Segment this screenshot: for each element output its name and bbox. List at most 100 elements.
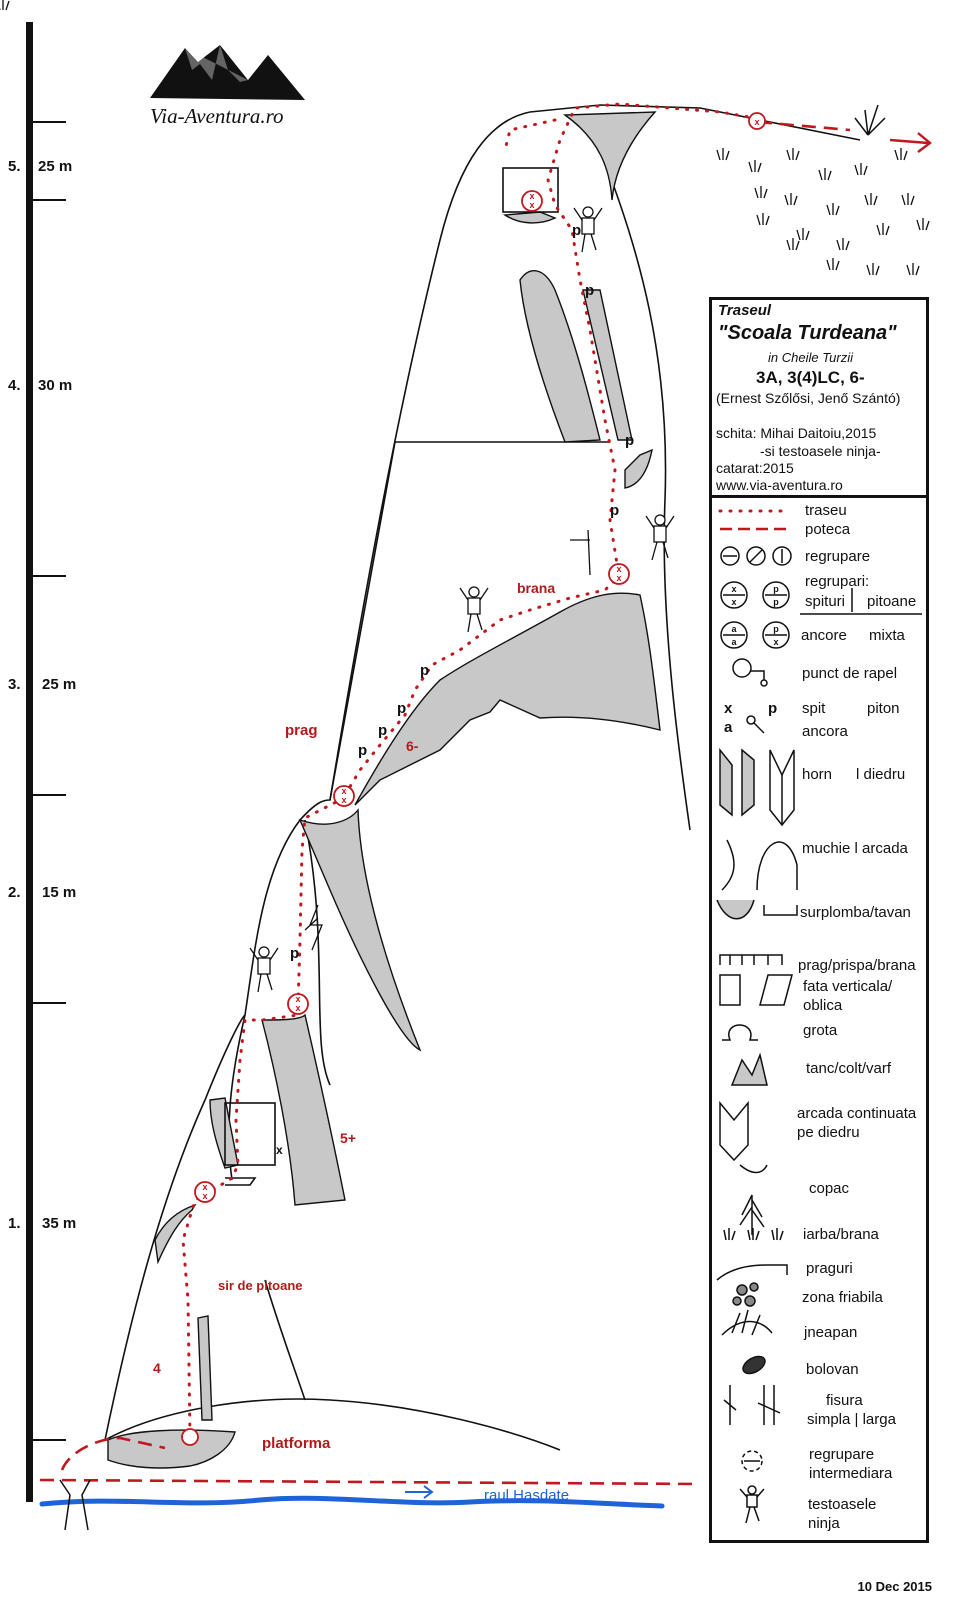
pitch-length: 25 m (42, 676, 77, 693)
svg-text:p: p (773, 624, 779, 634)
piton-mark: p (572, 222, 582, 239)
piton-mark: p (420, 662, 430, 679)
pitch-number: 5. (8, 158, 21, 175)
svg-text:x: x (529, 200, 534, 210)
legend-testoase: testoasele (808, 1496, 877, 1513)
piton-mark: p (625, 432, 635, 449)
label-grade: 5+ (340, 1130, 356, 1146)
label-grade: 4 (153, 1360, 161, 1376)
legend-a-symbol: a (724, 719, 733, 736)
route-location: in Cheile Turzii (768, 350, 854, 365)
rock-shading (107, 111, 661, 1469)
svg-text:x: x (754, 117, 759, 127)
route-grade: 3A, 3(4)LC, 6- (756, 368, 865, 387)
label-platforma: platforma (262, 1435, 331, 1452)
legend-poteca: poteca (805, 521, 851, 538)
legend-arcada-2: pe diedru (797, 1124, 860, 1141)
belay-station-marks: xx xx xx xx xx x (202, 117, 759, 1201)
svg-text:x: x (731, 584, 736, 594)
legend-horn: horn (802, 766, 833, 783)
svg-text:x: x (616, 573, 621, 583)
label-grade: 6- (406, 738, 419, 754)
legend-grota: grota (803, 1022, 838, 1039)
legend-diedru: l diedru (856, 766, 906, 783)
direction-arrow-icon (889, 132, 932, 153)
legend-surplomba: surplomba/tavan (800, 904, 911, 921)
legend-pitoane: pitoane (867, 593, 917, 610)
legend-piton: piton (867, 700, 900, 717)
legend-regrupare-intermediara: regrupare (809, 1446, 875, 1463)
pitch-length: 15 m (42, 884, 77, 901)
route-name: "Scoala Turdeana" (718, 322, 897, 344)
svg-text:x: x (529, 191, 534, 201)
piton-mark: p (610, 502, 620, 519)
legend-ancora: ancora (802, 723, 848, 740)
legend-symbols: xx pp aa px (716, 509, 922, 1524)
svg-text:x: x (731, 597, 736, 607)
svg-text:x: x (202, 1191, 207, 1201)
website: www.via-aventura.ro (716, 477, 843, 493)
pitch-number: 4. (8, 377, 21, 394)
pitch-length: 30 m (38, 377, 73, 394)
svg-text:p: p (773, 597, 779, 607)
belay-boxes (224, 167, 559, 1186)
legend-mixta: mixta (869, 627, 905, 644)
legend-praguri: praguri (806, 1260, 853, 1277)
legend-rapel: punct de rapel (802, 665, 898, 682)
approach-path (39, 120, 851, 1486)
logo-text: Via-Aventura.ro (150, 104, 284, 128)
pitch-number: 2. (8, 884, 21, 901)
legend-arcada: arcada continuata (797, 1105, 917, 1122)
logo-mountains-icon (150, 45, 305, 100)
grass-tufts (0, 0, 930, 1539)
legend-copac: copac (809, 1180, 850, 1197)
legend-spit: spit (802, 700, 826, 717)
ninja-climber-icon (249, 206, 675, 993)
route-info-header: Traseul "Scoala Turdeana" in Cheile Turz… (712, 300, 926, 498)
bush-icon (854, 104, 886, 136)
legend-p-symbol: p (768, 700, 778, 717)
legend-fisura: fisura (826, 1392, 863, 1409)
pitch-length: 25 m (38, 158, 73, 175)
pitch-number: 1. (8, 1215, 21, 1232)
svg-text:x: x (295, 1003, 300, 1013)
info-panel: Traseul "Scoala Turdeana" in Cheile Turz… (709, 297, 929, 1543)
svg-text:x: x (773, 637, 778, 647)
legend-fisura-2: simpla | larga (807, 1411, 896, 1428)
label-river: raul Hasdate (484, 1487, 570, 1504)
bridge-icon (59, 1479, 91, 1531)
legend-prag: prag/prispa/brana (798, 957, 916, 974)
legend-traseu: traseu (805, 502, 847, 519)
climbed-date: catarat:2015 (716, 460, 794, 476)
piton-mark: p (378, 722, 388, 739)
route-line (181, 102, 757, 1437)
piton-mark: p (290, 945, 300, 962)
label-prag: prag (285, 722, 318, 739)
svg-text:x: x (295, 994, 300, 1004)
river-arrow-icon (405, 1485, 434, 1499)
label-sir-de-pitoane: sir de pitoane (218, 1278, 303, 1293)
legend-testoase-2: ninja (808, 1515, 840, 1532)
pitch-scale-bar (26, 22, 66, 1502)
legend-muchie: muchie l arcada (802, 840, 908, 857)
sketch-credit: schita: Mihai Daitoiu,2015 (716, 425, 877, 441)
legend-jneapan: jneapan (804, 1324, 858, 1341)
belay-stations (181, 112, 766, 1446)
legend-regrupare: regrupare (805, 548, 871, 565)
legend-spituri: spituri (805, 593, 846, 610)
legend-regrupare-intermediara-2: intermediara (809, 1465, 893, 1482)
label-brana: brana (517, 580, 556, 596)
svg-text:x: x (341, 786, 346, 796)
piton-mark: p (358, 742, 368, 759)
piton-mark: p (585, 282, 595, 299)
svg-text:x: x (616, 564, 621, 574)
legend-regrupari: regrupari: (805, 573, 870, 590)
pitch-number: 3. (8, 676, 21, 693)
spit-mark: x (276, 1143, 283, 1157)
legend-bolovan: bolovan (806, 1361, 859, 1378)
route-label: Traseul (718, 302, 772, 319)
svg-text:a: a (731, 637, 737, 647)
sketch-credit-2: -si testoasele ninja- (760, 443, 881, 459)
river (39, 1495, 665, 1509)
